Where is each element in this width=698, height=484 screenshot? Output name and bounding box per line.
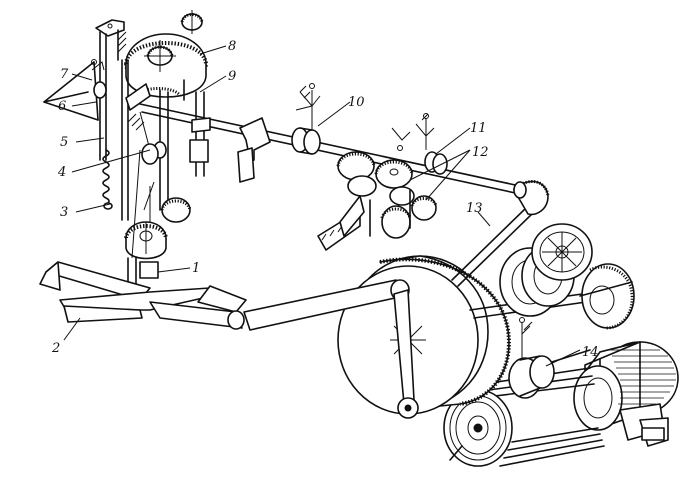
callout-13: 13 <box>466 201 483 216</box>
clutch-shaft <box>508 317 591 399</box>
callout-11: 11 <box>470 121 487 136</box>
main-shaft-13 <box>451 180 635 330</box>
callout-7: 7 <box>60 67 69 82</box>
lower-gear-1 <box>124 149 168 301</box>
callout-14: 14 <box>582 345 599 360</box>
coupling-10 <box>291 83 321 155</box>
lever-5-6-7 <box>43 59 107 121</box>
vertical-shafts-9 <box>125 79 211 230</box>
cam-hook <box>237 117 271 183</box>
top-gear-8 <box>124 10 209 98</box>
callout-1: 1 <box>192 261 200 276</box>
electric-motor <box>573 341 679 447</box>
callout-labels: 1 2 3 4 5 6 7 8 9 10 11 12 13 14 <box>51 39 599 360</box>
flywheel <box>337 255 511 415</box>
gear-cluster-12 <box>317 113 448 251</box>
vertical-frame <box>95 19 129 221</box>
callout-10: 10 <box>348 95 365 110</box>
callout-8: 8 <box>228 39 236 54</box>
callout-12: 12 <box>472 145 489 160</box>
callout-3: 3 <box>60 205 68 220</box>
callout-5: 5 <box>60 135 68 150</box>
callout-6: 6 <box>58 99 66 114</box>
leader-lines <box>63 45 581 367</box>
callout-9: 9 <box>228 69 236 84</box>
linkage-2 <box>39 261 419 419</box>
spring-3-4 <box>102 149 113 210</box>
callout-2: 2 <box>51 341 60 356</box>
callout-4: 4 <box>57 165 66 180</box>
